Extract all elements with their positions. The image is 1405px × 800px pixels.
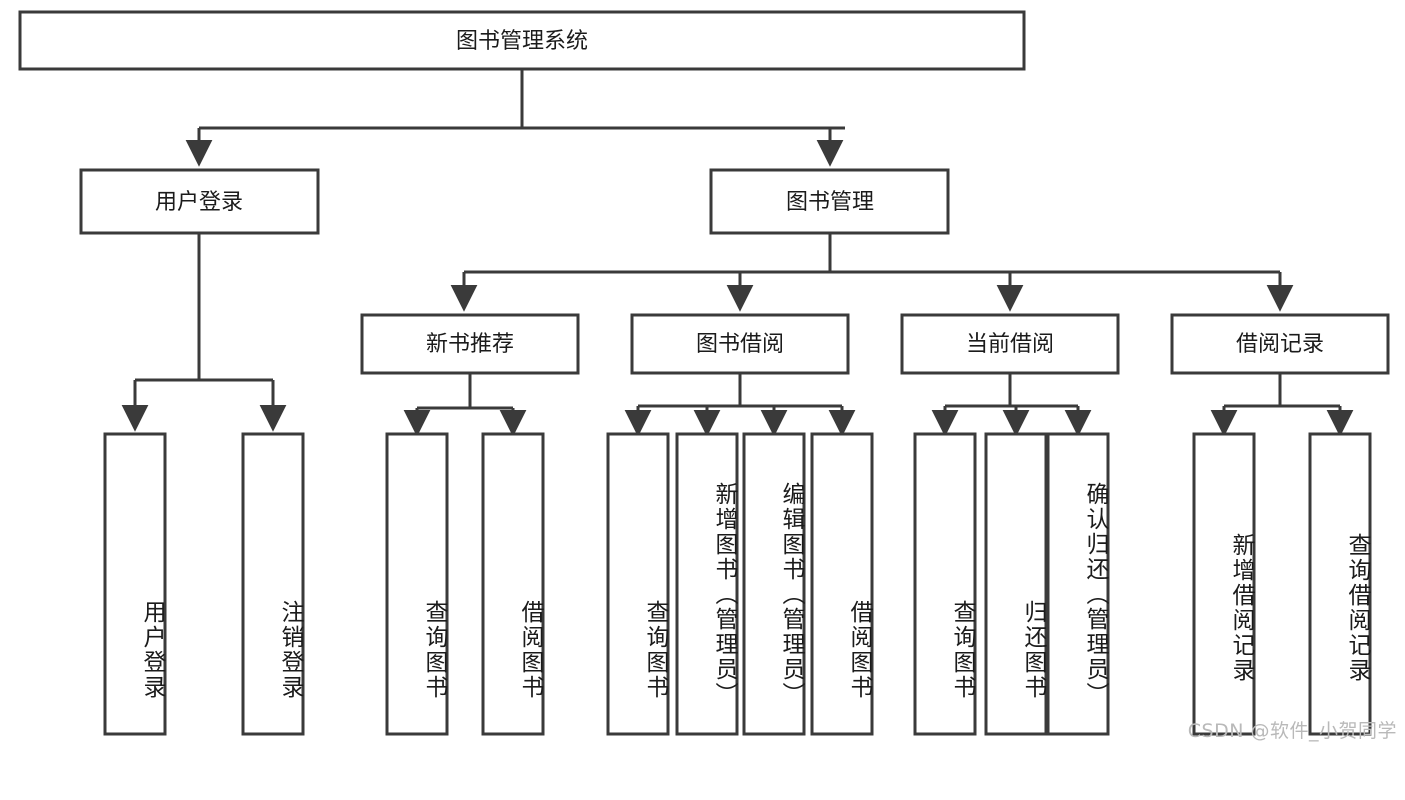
diagram-canvas: 图书管理系统 用户登录 图书管理 新书推荐 图书借阅 当前借阅 借阅记录 — [18, 10, 1397, 742]
node-borrow-record[interactable]: 借阅记录 — [1170, 313, 1390, 375]
leaf-book-borrow-3[interactable] — [742, 432, 806, 736]
leaf-book-borrow-2[interactable] — [675, 432, 739, 736]
leaf-borrow-record-1[interactable] — [1192, 432, 1256, 736]
node-root[interactable]: 图书管理系统 — [18, 10, 1026, 71]
node-book-borrow[interactable]: 图书借阅 — [630, 313, 850, 375]
node-book-management[interactable]: 图书管理 — [709, 168, 950, 235]
leaf-current-borrow-2[interactable] — [984, 432, 1048, 736]
node-new-book-recommend-label: 新书推荐 — [426, 332, 514, 357]
leaf-new-book-1[interactable] — [385, 432, 449, 736]
leaf-current-borrow-3[interactable] — [1046, 432, 1110, 736]
connector-root-to-level2 — [185, 69, 845, 167]
node-current-borrow[interactable]: 当前借阅 — [900, 313, 1120, 375]
node-root-label: 图书管理系统 — [456, 29, 588, 54]
leaf-user-login-1[interactable] — [103, 432, 167, 736]
connector-newbook-to-leaves — [403, 373, 527, 437]
leaf-borrow-record-2[interactable] — [1308, 432, 1372, 736]
connector-borrowrecord-to-leaves — [1210, 373, 1354, 437]
connector-bookmgmt-to-level3 — [450, 234, 1294, 312]
node-borrow-record-label: 借阅记录 — [1236, 332, 1324, 357]
leaf-new-book-2[interactable] — [481, 432, 545, 736]
leaf-book-borrow-4[interactable] — [810, 432, 874, 736]
node-new-book-recommend[interactable]: 新书推荐 — [360, 313, 580, 375]
connector-bookborrow-to-leaves — [624, 373, 856, 437]
node-user-login-label: 用户登录 — [155, 190, 243, 215]
flowchart-svg: 图书管理系统 用户登录 图书管理 新书推荐 图书借阅 当前借阅 借阅记录 — [18, 10, 1390, 736]
node-user-login[interactable]: 用户登录 — [79, 168, 320, 235]
node-current-borrow-label: 当前借阅 — [966, 332, 1054, 357]
node-book-borrow-label: 图书借阅 — [696, 332, 784, 357]
leaf-user-login-2[interactable] — [241, 432, 305, 736]
connector-userlogin-to-leaves — [121, 234, 287, 432]
connector-currentborrow-to-leaves — [931, 373, 1092, 437]
leaf-current-borrow-1[interactable] — [913, 432, 977, 736]
node-book-management-label: 图书管理 — [786, 190, 874, 215]
csdn-watermark: CSDN @软件_小贺同学 — [1187, 720, 1397, 742]
leaf-book-borrow-1[interactable] — [606, 432, 670, 736]
